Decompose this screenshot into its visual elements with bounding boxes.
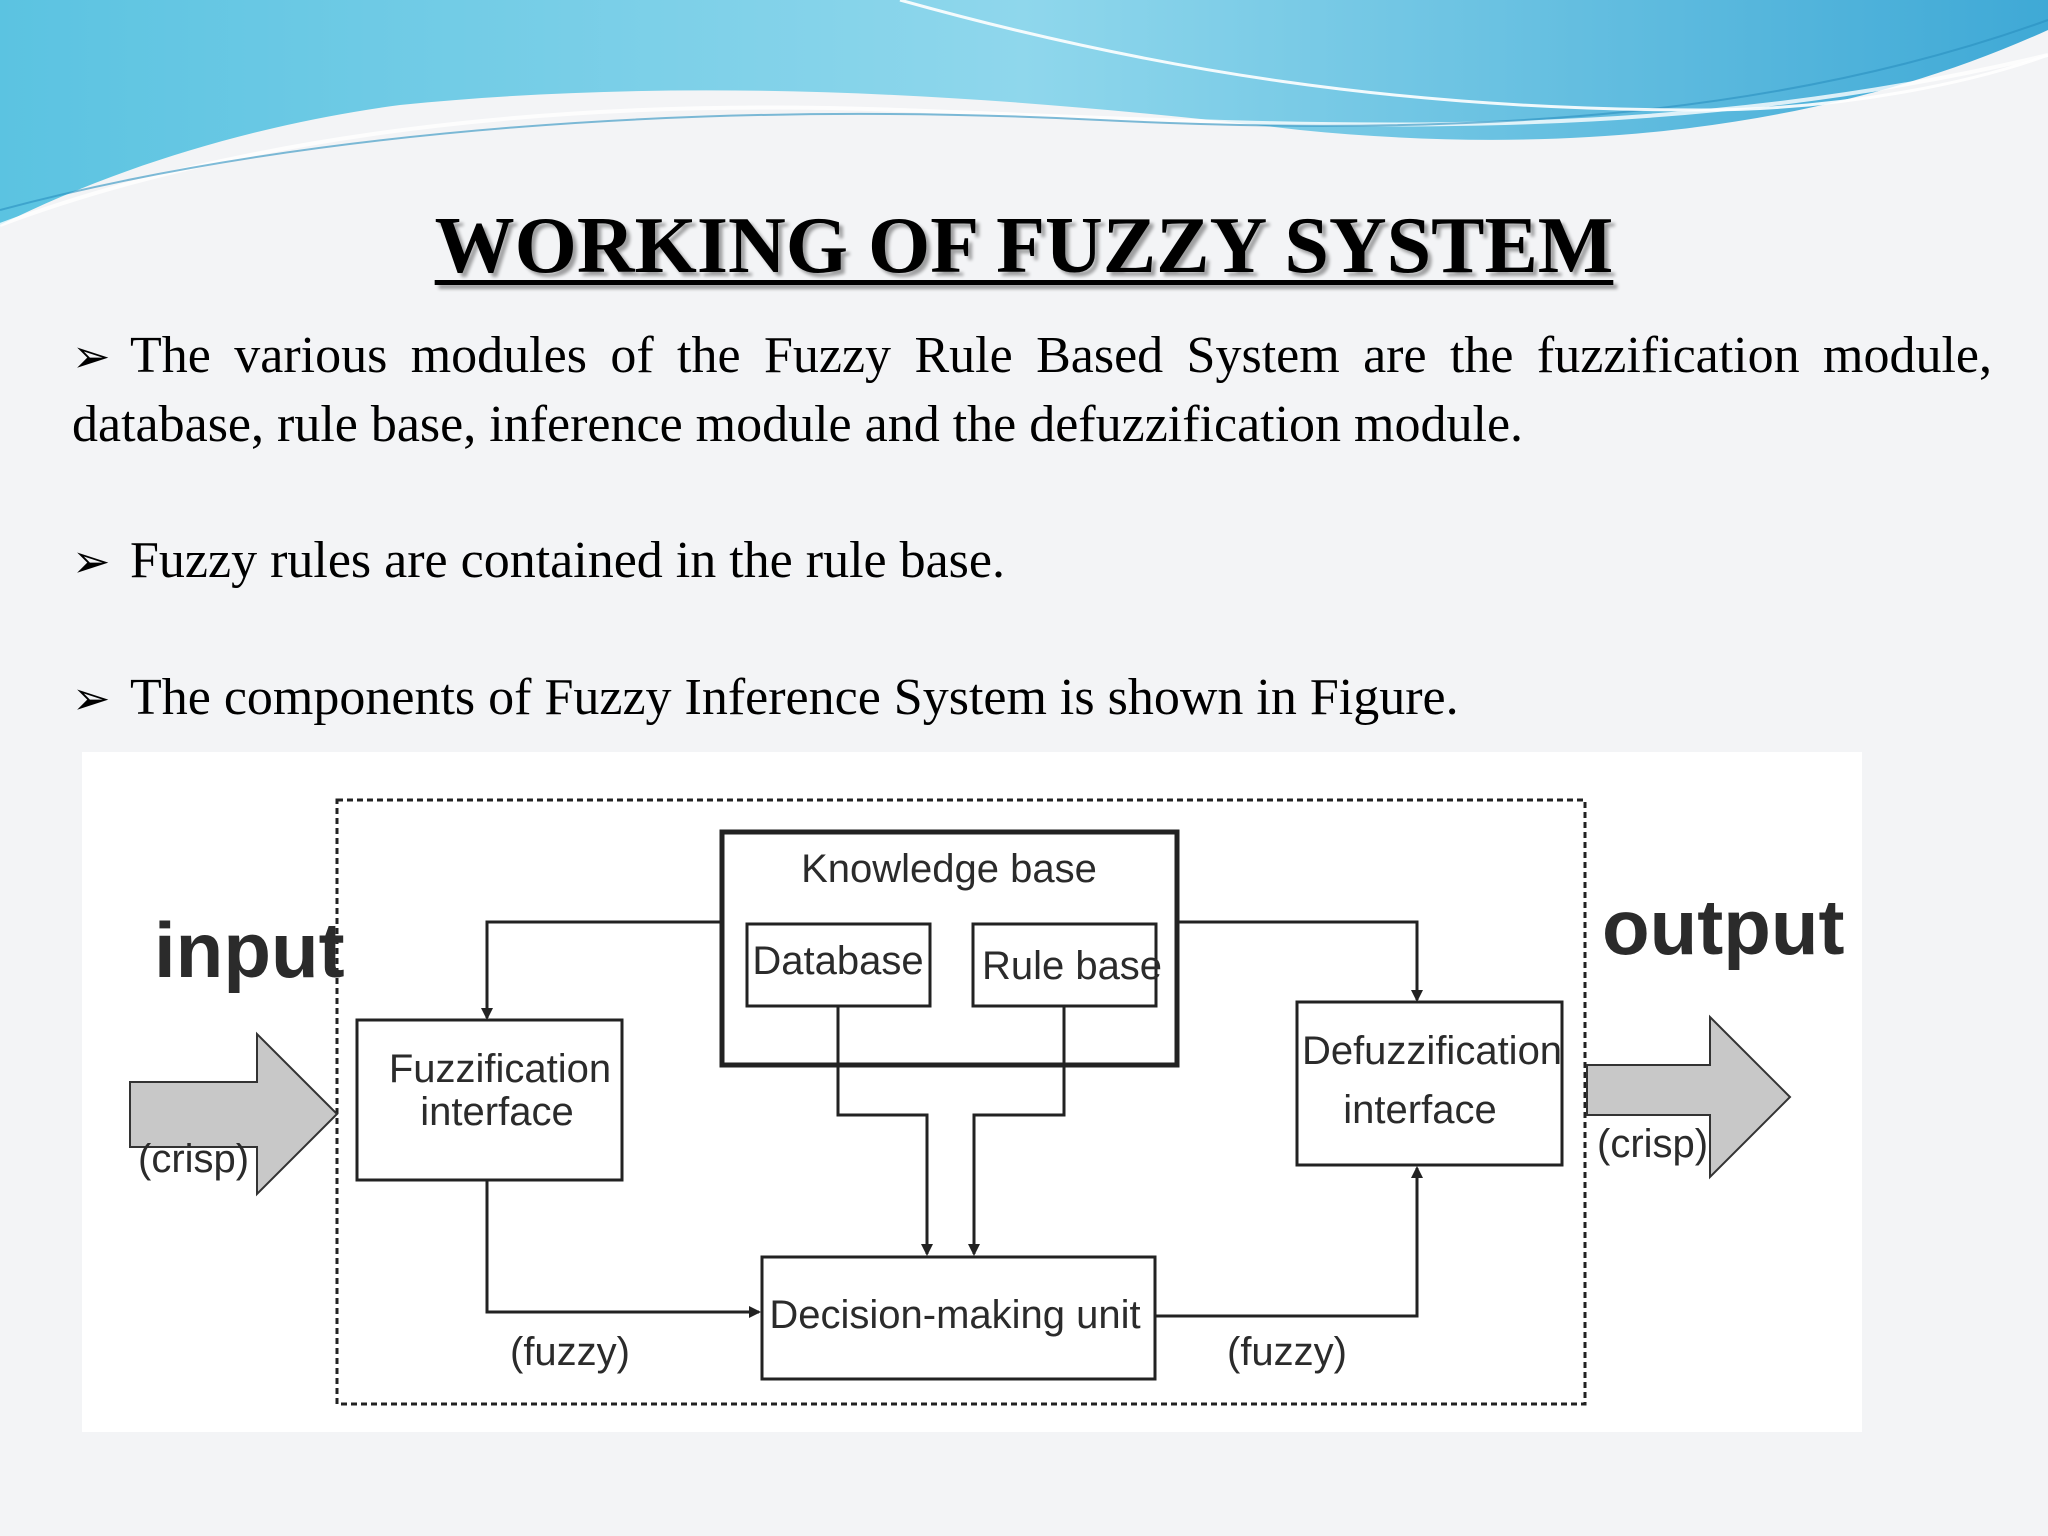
figure-panel: input (crisp) output (crisp) Knowledge b… [82,752,1862,1432]
input-type-label: (crisp) [138,1137,249,1181]
output-type-label: (crisp) [1597,1122,1708,1166]
decision-to-defuzzification-connector [1155,1166,1423,1318]
database-label: Database [752,939,923,983]
bullet-text: Fuzzy rules are contained in the rule ba… [130,532,1005,589]
decision-making-unit-label: Decision-making unit [769,1293,1140,1337]
arrowhead-bullet-icon: ➢ [72,536,111,587]
kb-to-defuzzification-connector [1177,920,1423,1002]
rule-base-label: Rule base [982,944,1162,988]
fuzzification-label-line2: interface [420,1090,573,1134]
output-arrow-icon [1586,1014,1792,1180]
defuzzification-label-line2: interface [1343,1088,1496,1132]
database-to-decision-connector [836,1006,933,1256]
arrowhead-bullet-icon: ➢ [72,673,111,724]
knowledge-base-label: Knowledge base [801,847,1097,891]
slide-title: WORKING OF FUZZY SYSTEM [434,202,1614,290]
bullet-item: ➢ Fuzzy rules are contained in the rule b… [72,527,1992,596]
bullet-text: The components of Fuzzy Inference System… [130,669,1459,726]
bullet-list: ➢The various modules of the Fuzzy Rule B… [72,322,1992,733]
defuzzification-label-line1: Defuzzification [1302,1029,1562,1073]
bullet-item: ➢ The components of Fuzzy Inference Syste… [72,664,1992,733]
decision-making-unit-box [760,1255,1157,1381]
fuzzy-right-label: (fuzzy) [1227,1330,1347,1374]
output-label: output [1602,883,1845,971]
arrowhead-bullet-icon: ➢ [72,331,111,382]
rulebase-to-decision-connector [968,1006,1066,1256]
input-label: input [154,906,345,994]
fuzzification-interface-box [355,1018,624,1182]
input-arrow-icon [129,1031,339,1197]
system-boundary [335,798,1587,1406]
fuzzification-label-line1: Fuzzification [389,1047,611,1091]
kb-to-fuzzification-connector [481,920,722,1020]
header-wave-decoration [0,0,2048,227]
fuzzy-left-label: (fuzzy) [510,1330,630,1374]
fuzzification-to-decision-connector [485,1180,761,1318]
fuzzy-inference-diagram: input (crisp) output (crisp) Knowledge b… [129,798,1845,1406]
bullet-text: The various modules of the Fuzzy Rule Ba… [72,327,1992,453]
bullet-item: ➢The various modules of the Fuzzy Rule B… [72,322,1992,459]
defuzzification-interface-box [1295,1000,1564,1167]
